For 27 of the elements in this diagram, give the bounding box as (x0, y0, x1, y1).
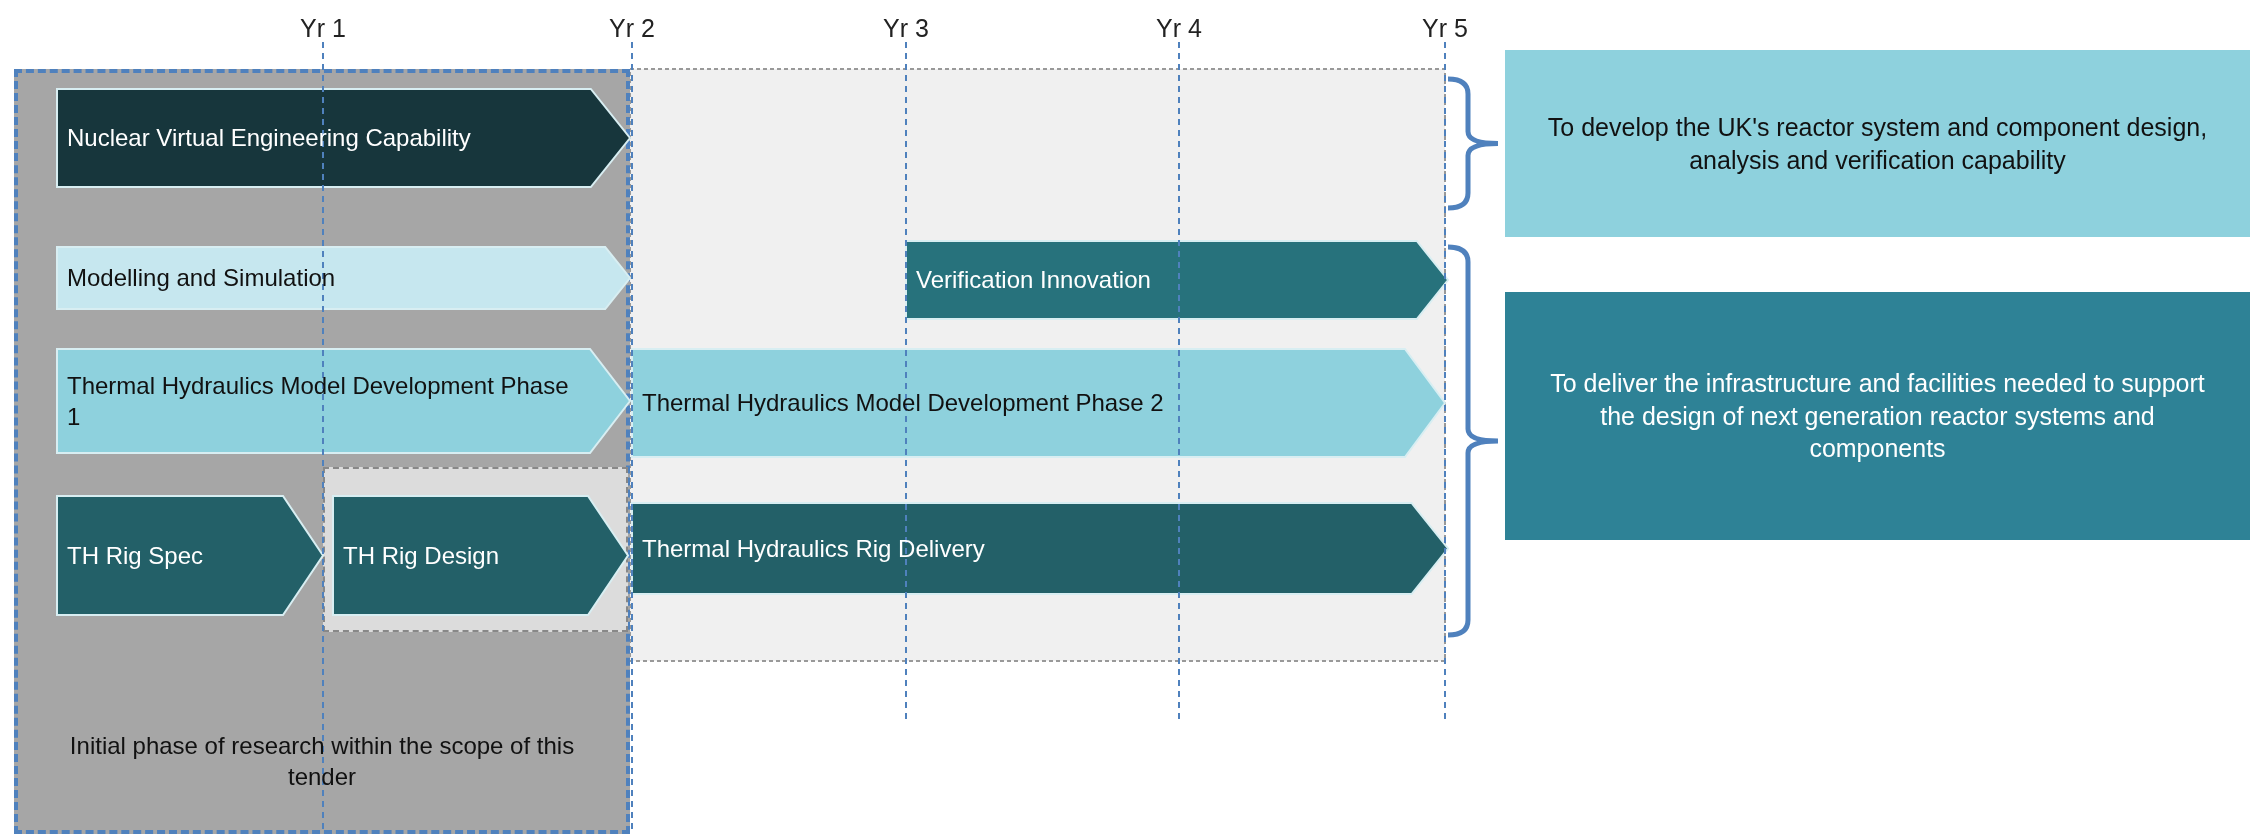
task-label: Nuclear Virtual Engineering Capability (67, 123, 471, 154)
year-label: Yr 3 (883, 14, 929, 43)
task-label: Thermal Hydraulics Rig Delivery (642, 533, 985, 564)
task-label: Thermal Hydraulics Model Development Phase 2 (642, 388, 1164, 419)
task-bar (333, 496, 628, 615)
task-bar (906, 241, 1448, 319)
year-label: Yr 2 (609, 14, 655, 43)
goal-box (1505, 50, 2250, 237)
goal-box (1505, 292, 2250, 540)
task-label: TH Rig Design (343, 540, 500, 571)
task-label: Verification Innovation (916, 265, 1151, 296)
task-bar (57, 496, 323, 615)
year-label: Yr 4 (1156, 14, 1202, 43)
task-bar (632, 349, 1445, 457)
goal-text: To deliver the infrastructure and facilities needed to support the design of next generation reactor systems and components (1549, 368, 2206, 465)
phase-region (14, 69, 630, 834)
task-bar (632, 503, 1448, 594)
task-label: Thermal Hydraulics Model Development Phase 1 (67, 370, 570, 432)
year-label: Yr 1 (300, 14, 346, 43)
goal-text: To develop the UK's reactor system and component design, analysis and verification capability (1546, 112, 2209, 176)
task-label: Modelling and Simulation (67, 263, 336, 294)
task-bar (57, 89, 630, 187)
year-label: Yr 5 (1422, 14, 1468, 43)
task-bar (57, 349, 630, 453)
task-bar (57, 247, 630, 309)
region-caption: Initial phase of research within the scope of this tender (68, 730, 576, 792)
task-label: TH Rig Spec (67, 540, 204, 571)
